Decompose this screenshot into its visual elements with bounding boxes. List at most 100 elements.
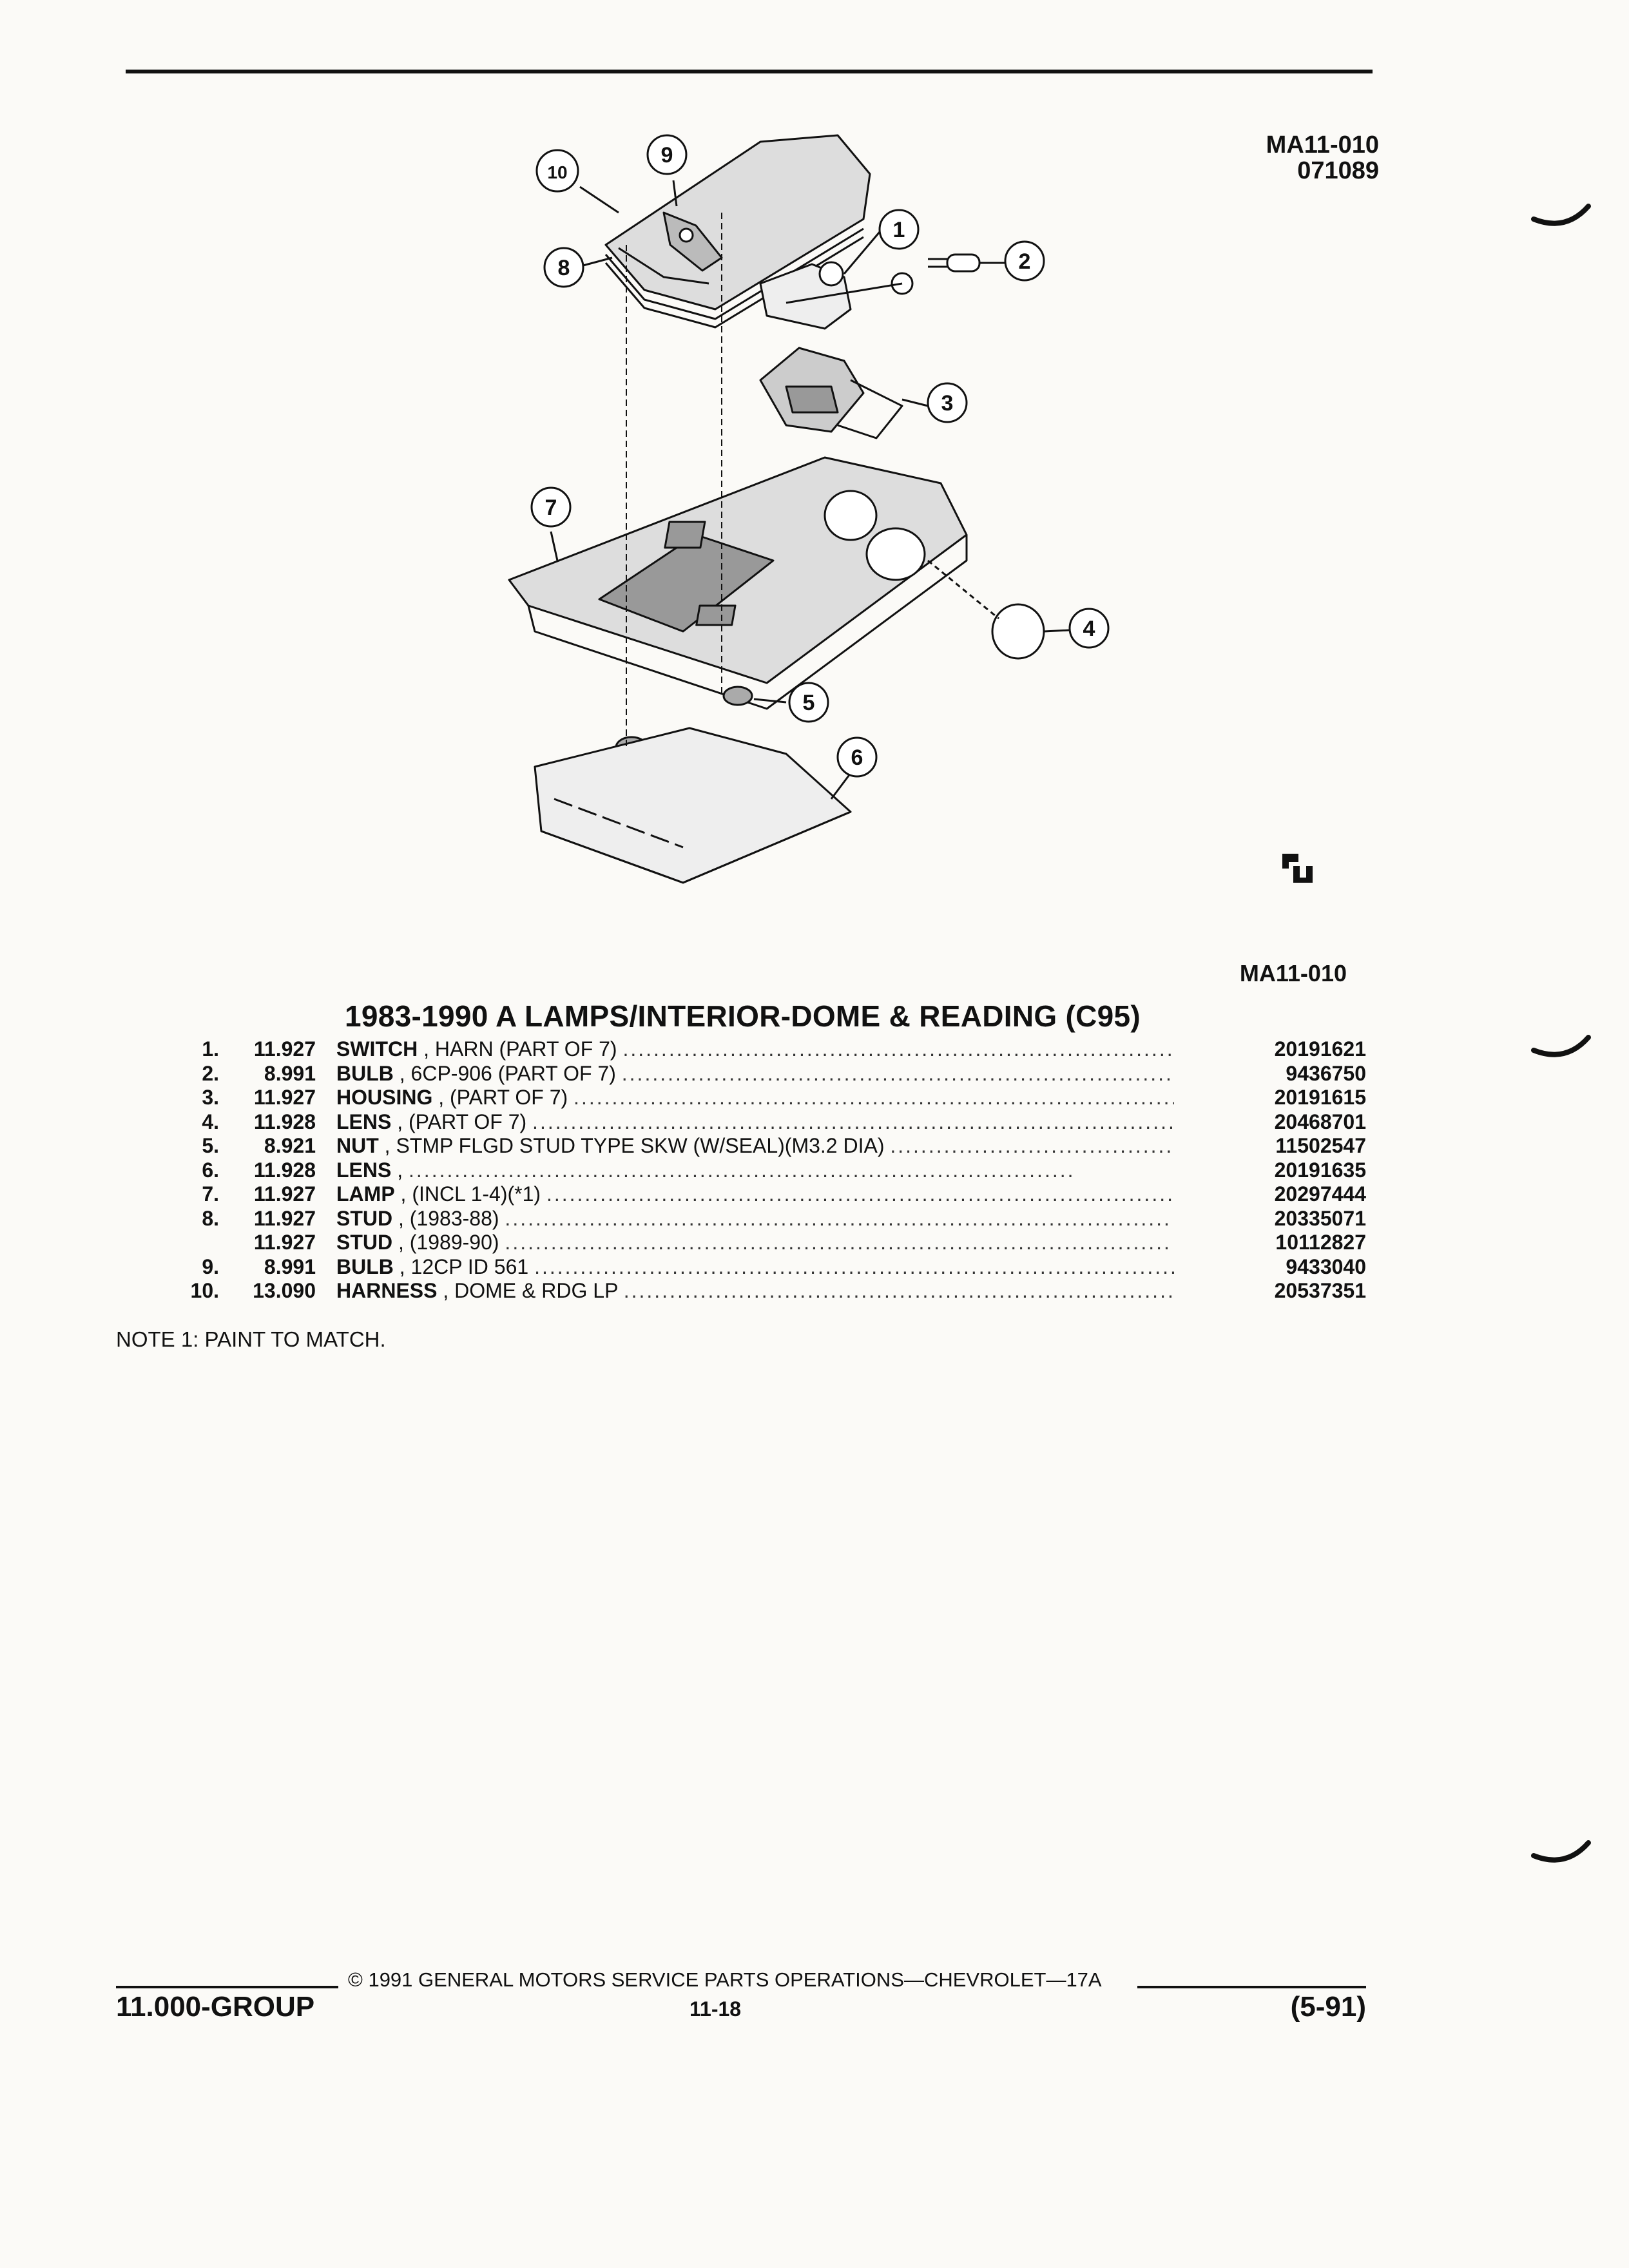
- switch-harness: [759, 261, 914, 330]
- item-number: 8.: [202, 1206, 219, 1230]
- dot-leader: ........................................…: [574, 1086, 1174, 1109]
- page-number: 11-18: [689, 1997, 742, 2021]
- figure-reference: MA11-010 071089: [1224, 132, 1379, 184]
- parts-row: 10. 13.090 HARNESS , DOME & RDG LP .....…: [148, 1279, 1373, 1303]
- part-number: 9436750: [1286, 1061, 1366, 1085]
- callout-6: 6: [830, 736, 878, 800]
- part-number: 9433040: [1286, 1254, 1366, 1278]
- note-text: NOTE 1: PAINT TO MATCH.: [116, 1327, 386, 1351]
- footer-date: (5-91): [1290, 1991, 1366, 2023]
- dot-leader: ........................................…: [546, 1182, 1174, 1206]
- parts-list: 1. 11.927 SWITCH , HARN (PART OF 7) ....…: [148, 1037, 1373, 1303]
- harness-board: [604, 134, 871, 329]
- callout-5: 5: [753, 682, 829, 723]
- group-number: 8.921: [264, 1134, 316, 1157]
- group-number: 11.928: [253, 1158, 316, 1182]
- callout-2: 2: [979, 240, 1045, 282]
- section-title: 1983-1990 A LAMPS/INTERIOR-DOME & READIN…: [345, 999, 1141, 1033]
- part-number: 10112827: [1275, 1231, 1366, 1254]
- callout-1: 1: [843, 209, 920, 274]
- svg-text:5: 5: [803, 691, 815, 715]
- item-detail: , (1983-88): [398, 1206, 499, 1230]
- binder-curve-icon: [1530, 1024, 1592, 1063]
- top-rule: [126, 70, 1373, 73]
- item-detail: , STMP FLGD STUD TYPE SKW (W/SEAL)(M3.2 …: [384, 1134, 885, 1157]
- item-name: LAMP: [336, 1182, 395, 1206]
- item-detail: , (INCL 1-4)(*1): [400, 1182, 541, 1206]
- item-detail: , HARN (PART OF 7): [423, 1037, 617, 1061]
- item-description: LAMP , (INCL 1-4)(*1) ..................…: [336, 1182, 1174, 1207]
- svg-text:6: 6: [851, 745, 863, 770]
- item-name: HARNESS: [336, 1279, 438, 1302]
- svg-text:8: 8: [558, 256, 570, 280]
- part-number: 20191635: [1274, 1158, 1366, 1182]
- item-detail: , 6CP-906 (PART OF 7): [399, 1061, 616, 1085]
- part-number: 20191621: [1274, 1037, 1366, 1061]
- item-description: NUT , STMP FLGD STUD TYPE SKW (W/SEAL)(M…: [336, 1134, 1174, 1158]
- svg-text:3: 3: [941, 391, 954, 416]
- item-detail: ,: [397, 1158, 403, 1182]
- item-number: 2.: [202, 1061, 219, 1085]
- part-number: 20191615: [1274, 1086, 1366, 1109]
- item-name: LENS: [336, 1110, 392, 1133]
- parts-row: 7. 11.927 LAMP , (INCL 1-4)(*1) ........…: [148, 1182, 1373, 1207]
- parts-row: 4. 11.928 LENS , (PART OF 7) ...........…: [148, 1110, 1373, 1135]
- binder-curve-icon: [1530, 1830, 1592, 1869]
- item-number: 9.: [202, 1254, 219, 1278]
- gm-spo-logo-icon: [1279, 850, 1318, 886]
- group-number: 11.927: [253, 1206, 316, 1230]
- dot-leader: ........................................…: [623, 1279, 1174, 1302]
- item-number: 1.: [202, 1037, 219, 1061]
- parts-row: 8. 11.927 STUD , (1983-88) .............…: [148, 1207, 1373, 1231]
- dot-leader: ........................................…: [409, 1158, 1075, 1182]
- item-name: HOUSING: [336, 1086, 433, 1109]
- housing: [759, 347, 903, 439]
- footer-rule-right: [1137, 1986, 1366, 1988]
- group-number: 11.927: [253, 1182, 316, 1206]
- parts-row: 2. 8.991 BULB , 6CP-906 (PART OF 7) ....…: [148, 1062, 1373, 1086]
- exploded-parts-diagram: 1 2 3 4 5 6 7 8 9 10: [451, 116, 1160, 928]
- item-description: BULB , 12CP ID 561 .....................…: [336, 1255, 1174, 1280]
- parts-row: 5. 8.921 NUT , STMP FLGD STUD TYPE SKW (…: [148, 1134, 1373, 1158]
- dot-leader: ........................................…: [534, 1254, 1174, 1278]
- part-number: 20297444: [1274, 1182, 1366, 1206]
- lens-round: [927, 559, 1045, 660]
- item-description: BULB , 6CP-906 (PART OF 7) .............…: [336, 1062, 1174, 1086]
- figure-ref-date: 071089: [1297, 157, 1379, 184]
- svg-text:7: 7: [545, 495, 557, 520]
- item-description: STUD , (1983-88) .......................…: [336, 1207, 1174, 1231]
- item-number: 3.: [202, 1086, 219, 1109]
- footer-rule-left: [116, 1986, 338, 1988]
- group-number: 11.927: [253, 1086, 316, 1109]
- dot-leader: ........................................…: [532, 1110, 1174, 1133]
- item-description: HARNESS , DOME & RDG LP ................…: [336, 1279, 1174, 1303]
- bulb-small: [928, 253, 981, 273]
- lamp-base: [508, 456, 968, 710]
- group-number: 13.090: [253, 1279, 316, 1302]
- svg-text:2: 2: [1019, 249, 1031, 274]
- group-number: 11.928: [253, 1110, 316, 1133]
- dot-leader: ........................................…: [505, 1231, 1171, 1254]
- dot-leader: ........................................…: [621, 1061, 1174, 1085]
- svg-text:4: 4: [1083, 617, 1095, 641]
- svg-text:1: 1: [893, 218, 905, 242]
- figure-ref-code: MA11-010: [1266, 131, 1379, 159]
- part-number: 20468701: [1274, 1110, 1366, 1133]
- item-number: 5.: [202, 1134, 219, 1157]
- footer-group: 11.000-GROUP: [116, 1991, 315, 2023]
- callout-4: 4: [1043, 608, 1110, 649]
- item-number: 6.: [202, 1158, 219, 1182]
- part-number: 11502547: [1275, 1134, 1366, 1157]
- callout-8: 8: [543, 247, 613, 288]
- svg-text:10: 10: [547, 162, 567, 182]
- lens-cover: [534, 727, 852, 884]
- item-detail: , (PART OF 7): [438, 1086, 568, 1109]
- parts-row: 1. 11.927 SWITCH , HARN (PART OF 7) ....…: [148, 1037, 1373, 1062]
- dot-leader: ........................................…: [622, 1037, 1174, 1061]
- item-description: LENS , .................................…: [336, 1158, 1174, 1183]
- figure-bottom-code: MA11-010: [1239, 960, 1347, 986]
- item-number: 4.: [202, 1110, 219, 1133]
- part-number: 20335071: [1274, 1206, 1366, 1230]
- callout-9: 9: [646, 134, 688, 207]
- part-number: 20537351: [1274, 1279, 1366, 1302]
